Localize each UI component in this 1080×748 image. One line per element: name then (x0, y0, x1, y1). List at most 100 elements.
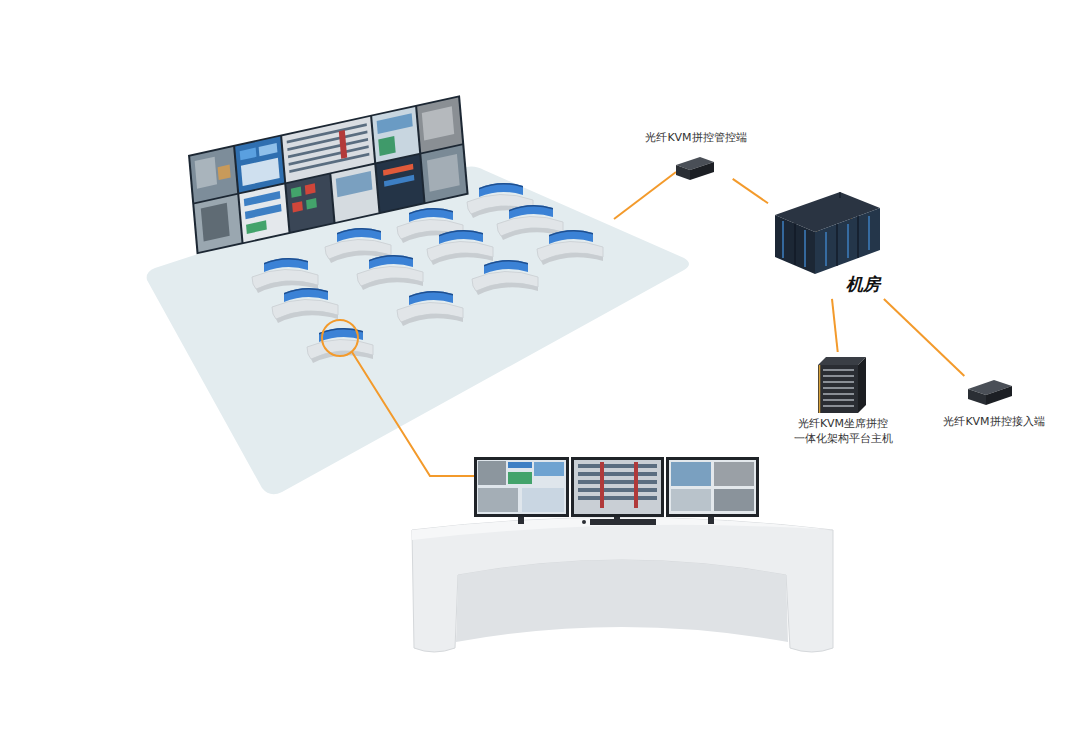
leader-line (614, 172, 676, 219)
device-icon (986, 386, 1012, 405)
video-wall (422, 106, 454, 140)
chassis-host (823, 381, 854, 383)
zoomed-console (578, 496, 657, 500)
device-label-box: 光纤KVM拼控接入端 (934, 376, 1054, 433)
video-wall (286, 175, 333, 232)
video-wall (417, 97, 462, 152)
console-desks (252, 183, 603, 363)
video-wall (259, 143, 278, 156)
zoomed-console (534, 462, 564, 476)
chassis-host (818, 357, 866, 413)
console-desks (357, 255, 423, 290)
device-label-box: 光纤KVM拼控管控端 (640, 128, 752, 179)
video-wall (377, 113, 413, 134)
video-wall (305, 183, 316, 194)
video-wall (194, 195, 241, 252)
zoomed-console (478, 461, 506, 485)
video-wall (378, 136, 395, 156)
chassis-host (818, 365, 858, 413)
video-wall (336, 171, 373, 197)
device-label: 光纤KVM坐席拼控 一体化架构平台主机 (783, 417, 903, 447)
console-desks (272, 288, 338, 323)
zoomed-console (582, 520, 586, 524)
zoomed-console (708, 516, 714, 524)
server-racks (847, 224, 849, 258)
zoomed-console (508, 462, 532, 468)
video-wall (376, 155, 423, 212)
floor (147, 166, 689, 494)
zoomed-console (518, 516, 524, 524)
server-racks (782, 221, 784, 258)
zoomed-console (671, 462, 711, 486)
chassis-host (858, 357, 866, 413)
zoomed-console (412, 457, 833, 652)
zoomed-console (600, 462, 604, 508)
video-wall (383, 164, 413, 176)
server-racks (815, 208, 880, 274)
chassis-host (818, 357, 866, 365)
console-desks (397, 291, 463, 326)
leader-line (352, 352, 474, 476)
device-icon (968, 389, 986, 405)
zoomed-console (671, 489, 711, 511)
zoomed-console (578, 464, 657, 468)
leader-line (322, 320, 358, 356)
video-wall (190, 147, 237, 202)
zoomed-console (508, 472, 532, 484)
zoomed-console (578, 488, 657, 492)
leader-line (322, 172, 853, 476)
video-wall (372, 107, 419, 162)
video-wall (245, 204, 282, 219)
video-wall (291, 186, 302, 197)
zoomed-console (477, 460, 566, 514)
device-label-box: 光纤KVM坐席拼控 一体化架构平台主机 (779, 352, 907, 450)
zoomed-console (571, 457, 664, 517)
zoomed-console (669, 460, 756, 514)
device-icon (690, 162, 714, 180)
zoomed-console (456, 560, 788, 642)
zoomed-console (666, 457, 759, 517)
server-racks (857, 216, 858, 258)
video-wall (239, 184, 288, 242)
zoomed-console (412, 518, 833, 541)
chassis-host (823, 375, 854, 377)
chassis-host (823, 405, 854, 407)
video-wall (384, 175, 414, 187)
video-wall (427, 154, 460, 192)
device-label: 光纤KVM拼控接入端 (943, 415, 1044, 430)
server-racks (804, 230, 806, 267)
zoomed-console (714, 462, 754, 486)
zoomed-console (714, 489, 754, 511)
chassis-host (823, 399, 854, 401)
console-desks (252, 258, 318, 293)
device-label: 机房 (846, 273, 880, 296)
server-racks (794, 223, 795, 265)
chassis-host (819, 365, 821, 413)
console-desks (537, 230, 603, 265)
console-desks (427, 230, 493, 265)
console-desks (307, 328, 373, 363)
chassis-host (823, 369, 854, 371)
video-wall (195, 157, 217, 189)
server-racks (868, 216, 870, 250)
video-wall (201, 203, 230, 242)
orange-connector (733, 179, 768, 203)
floor (147, 166, 689, 494)
zoomed-console (478, 488, 518, 512)
device-label-box: 机房 (768, 188, 884, 299)
device-label: 光纤KVM拼控管控端 (645, 131, 746, 146)
video-wall (240, 148, 257, 161)
chassis-host (823, 393, 854, 395)
server-racks (775, 192, 880, 274)
video-wall (241, 158, 280, 186)
video-wall (306, 198, 317, 209)
zoomed-console (474, 457, 569, 517)
zoomed-console (412, 518, 833, 653)
orange-connector (832, 299, 838, 352)
video-wall (421, 145, 466, 202)
server-racks (836, 224, 837, 266)
server-racks (840, 192, 841, 198)
video-wall (331, 165, 378, 222)
